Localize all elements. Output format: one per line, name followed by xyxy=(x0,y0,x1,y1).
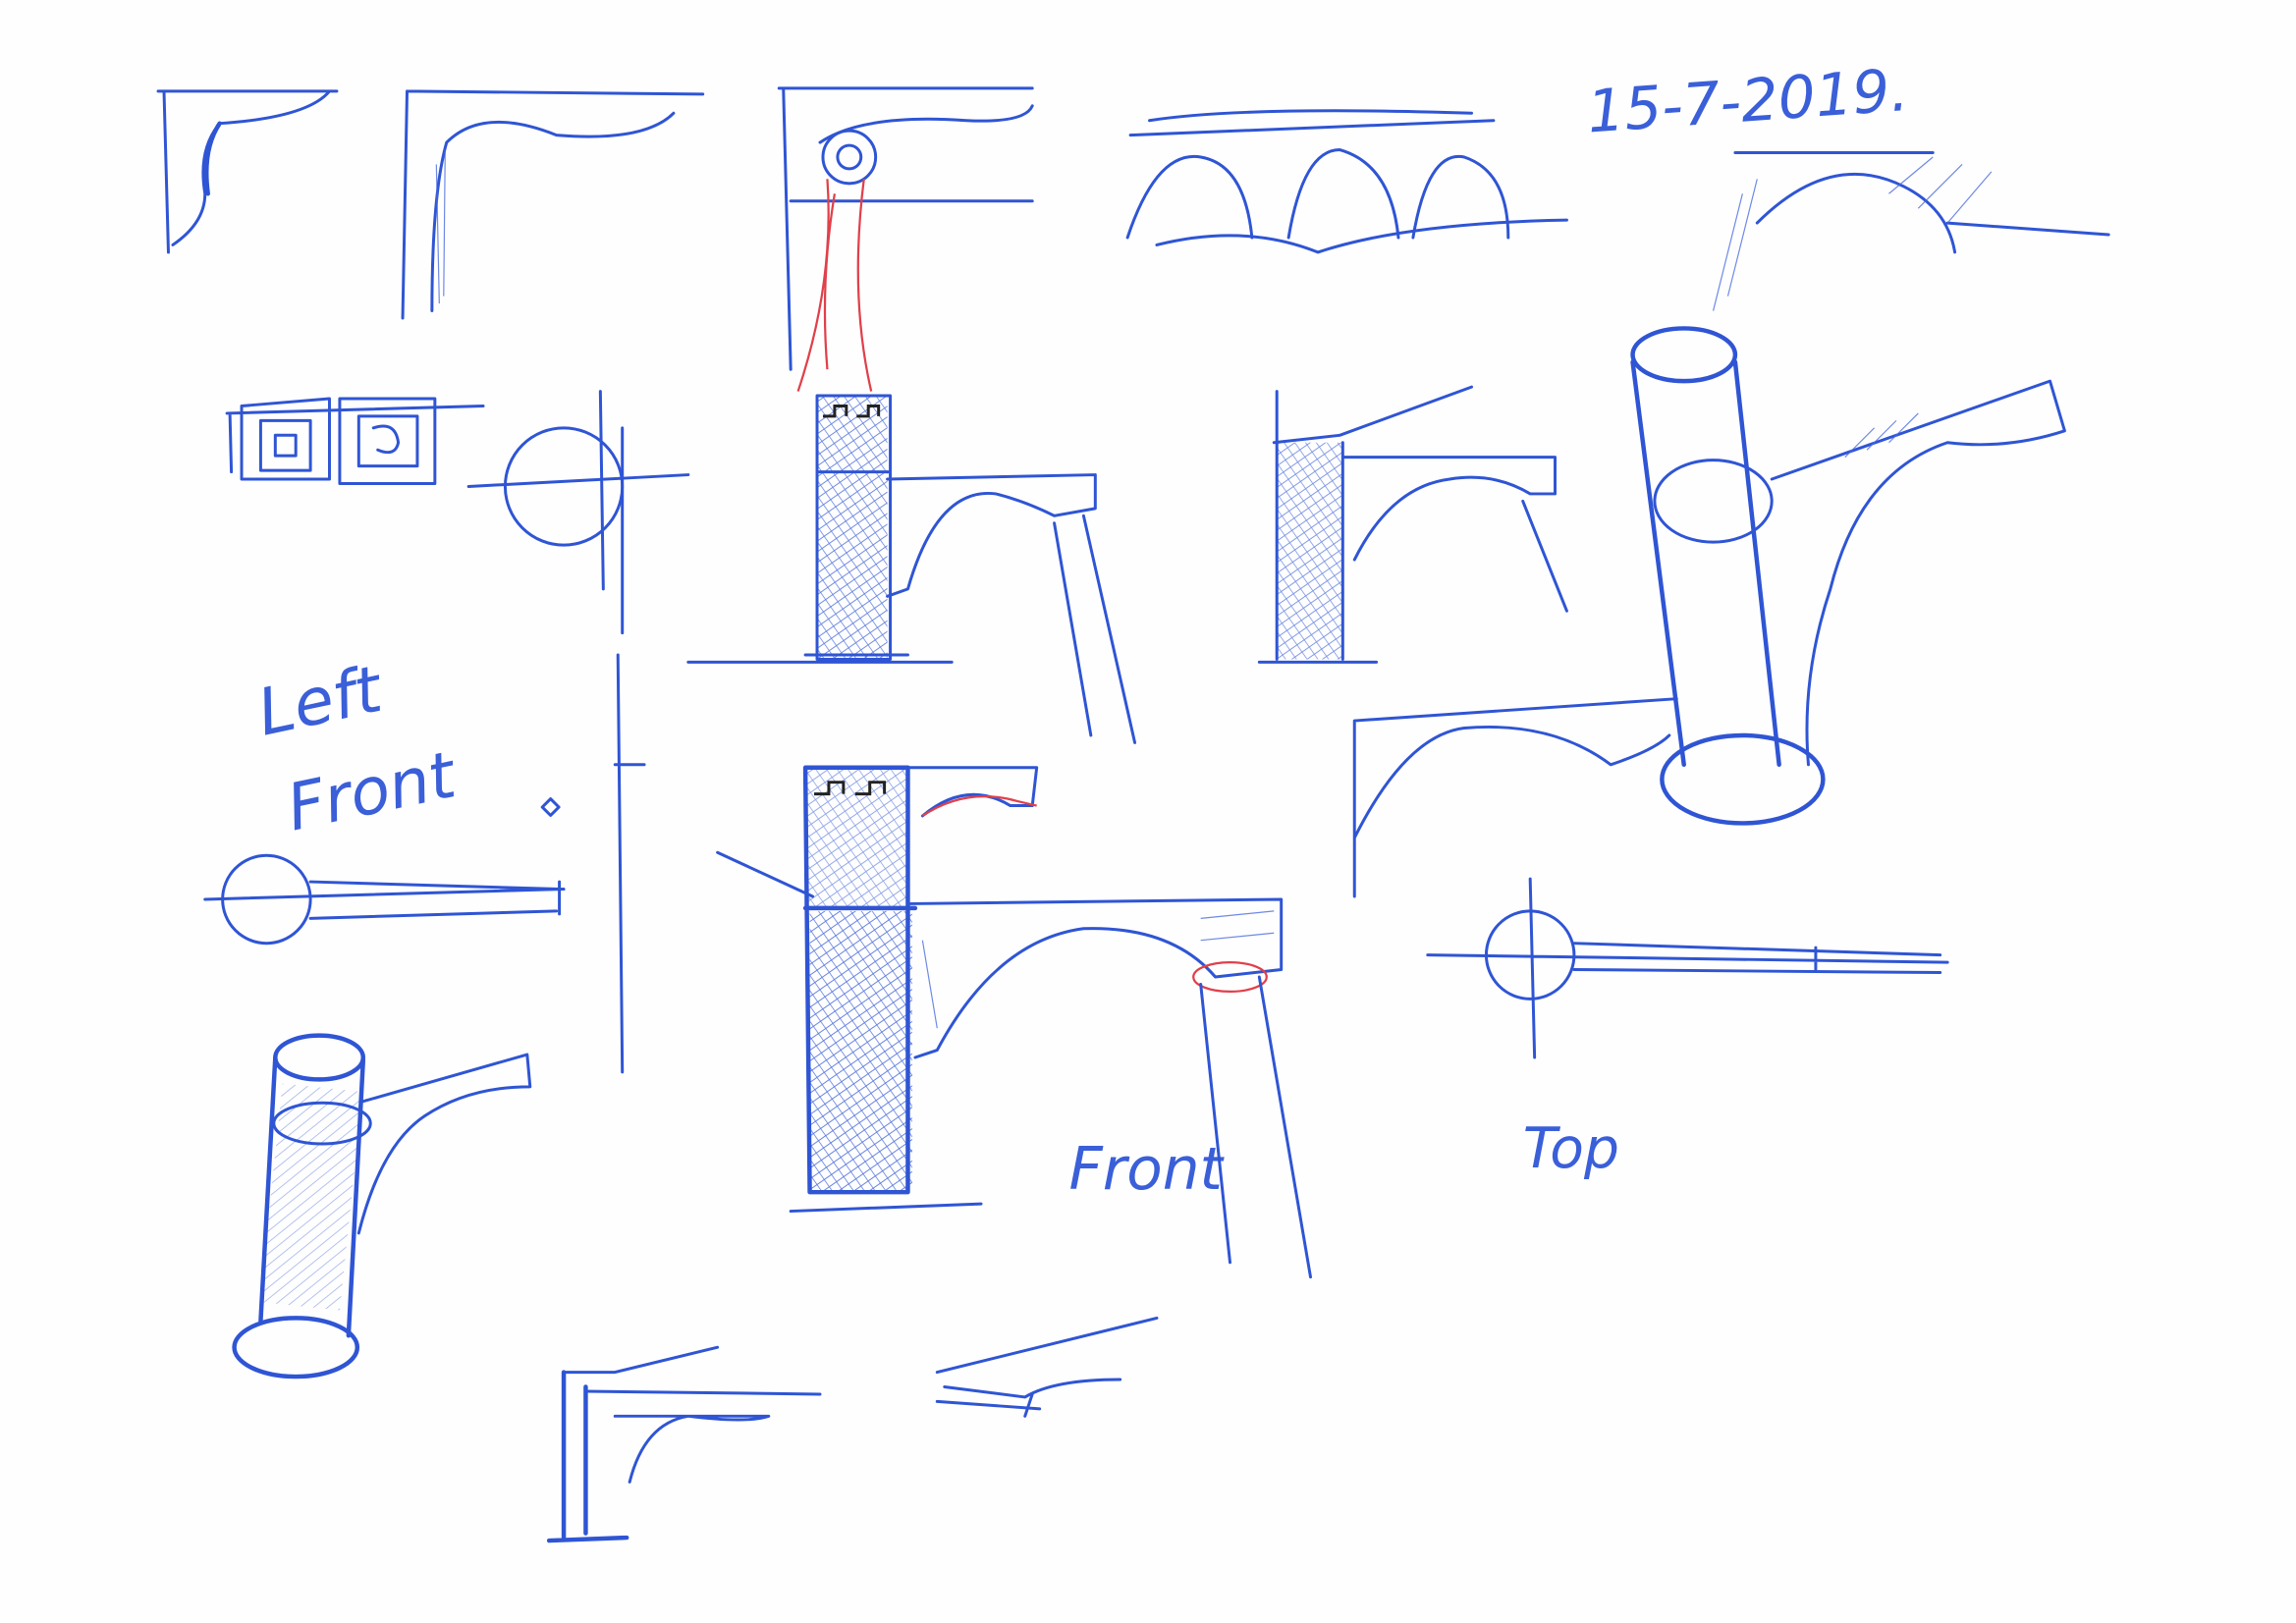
label-front-side: Front xyxy=(281,737,464,846)
label-top-view: Top xyxy=(1523,1116,1619,1181)
arch-perspective-study xyxy=(1712,151,2110,311)
arch-wave-study xyxy=(1125,109,1568,254)
small-diamond-mark xyxy=(540,797,561,817)
faucet-front-view-large xyxy=(716,765,1312,1279)
faucet-perspective-small xyxy=(232,1033,532,1380)
handle-side-view xyxy=(203,653,646,1074)
scroll-spout-study xyxy=(777,86,1034,392)
spout-profile-study-1 xyxy=(156,89,339,254)
faucet-front-view-lever xyxy=(1257,385,1568,664)
handle-top-view xyxy=(1426,877,1949,1059)
label-left: Left xyxy=(251,652,390,751)
spout-profile-study-2 xyxy=(401,89,705,320)
faucet-front-view-small xyxy=(686,394,1137,744)
faucet-perspective-large xyxy=(1352,326,2066,898)
greek-key-pattern-study xyxy=(225,397,485,485)
label-front-view: Front xyxy=(1068,1136,1225,1204)
faucet-lever-study-bottom xyxy=(546,1316,1159,1543)
date-text: 15-7-2019. xyxy=(1585,57,1911,147)
handle-circle-study xyxy=(466,390,690,635)
